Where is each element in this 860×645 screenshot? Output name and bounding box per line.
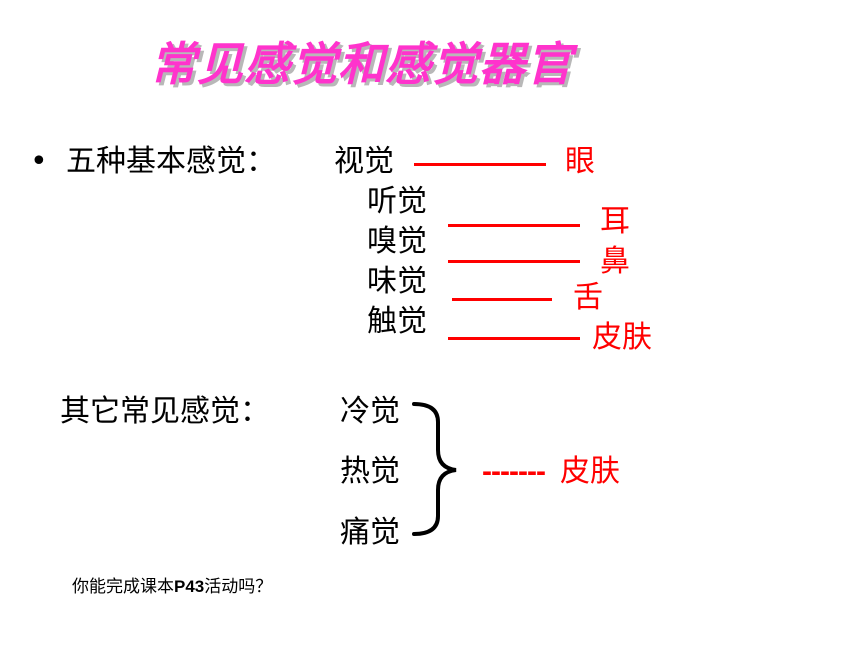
bullet-marker: • bbox=[30, 144, 48, 179]
note-page-ref: P43 bbox=[174, 577, 205, 596]
sense-heat: 热觉 bbox=[340, 454, 400, 489]
sense-pain: 痛觉 bbox=[340, 515, 400, 550]
organ-eye: 眼 bbox=[565, 144, 595, 179]
slide-title: 常见感觉和感觉器官 bbox=[150, 37, 573, 91]
organ-nose: 鼻 bbox=[600, 244, 630, 279]
organ-ear: 耳 bbox=[600, 204, 630, 239]
activity-prompt: 你能完成课本P43活动吗？ bbox=[72, 572, 272, 597]
note-suffix: 活动吗？ bbox=[204, 577, 273, 596]
sense-smell: 嗅觉 bbox=[367, 224, 427, 259]
curly-brace-icon bbox=[412, 402, 457, 536]
basic-senses-label: 五种基本感觉： bbox=[66, 144, 276, 179]
dash-connector: ------- bbox=[482, 455, 546, 488]
organ-skin: 皮肤 bbox=[592, 320, 652, 355]
sense-cold: 冷觉 bbox=[340, 394, 400, 429]
sense-touch: 触觉 bbox=[367, 304, 427, 339]
other-senses-label: 其它常见感觉： bbox=[60, 394, 270, 429]
connector-line bbox=[448, 260, 580, 263]
organ-skin-other: 皮肤 bbox=[560, 454, 620, 489]
sense-vision: 视觉 bbox=[334, 144, 394, 179]
note-prefix: 你能完成课本 bbox=[72, 577, 174, 596]
sense-taste: 味觉 bbox=[367, 264, 427, 299]
connector-line bbox=[414, 163, 546, 166]
connector-line bbox=[452, 298, 552, 301]
connector-line bbox=[448, 337, 580, 340]
connector-line bbox=[448, 224, 580, 227]
sense-hearing: 听觉 bbox=[367, 184, 427, 219]
organ-tongue: 舌 bbox=[573, 280, 603, 315]
